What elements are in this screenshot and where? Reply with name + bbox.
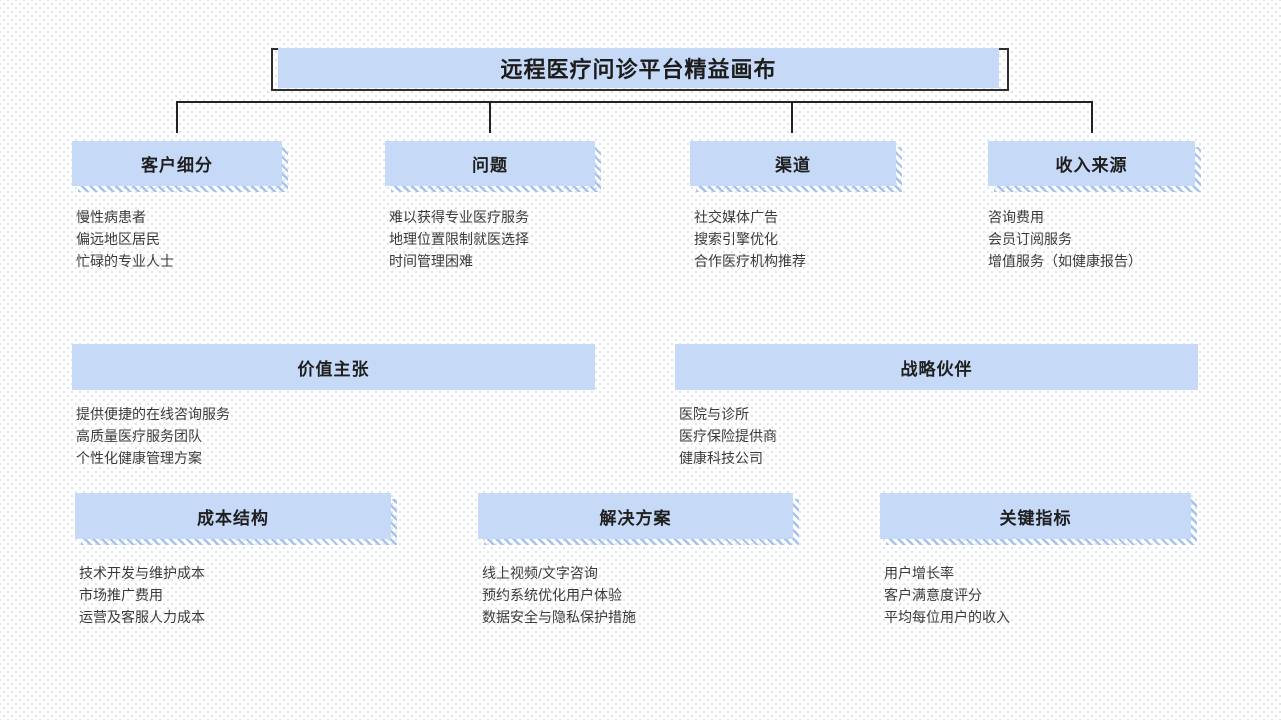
connector-drop-problems bbox=[489, 101, 491, 133]
connector-drop-customer-segments bbox=[176, 101, 178, 133]
list-cost-structure: 技术开发与维护成本 市场推广费用 运营及客服人力成本 bbox=[79, 562, 205, 628]
list-item: 健康科技公司 bbox=[679, 450, 763, 466]
list-problems: 难以获得专业医疗服务 地理位置限制就医选择 时间管理困难 bbox=[389, 206, 529, 272]
list-strategic-partners: 医院与诊所 医疗保险提供商 健康科技公司 bbox=[679, 403, 777, 469]
list-item: 高质量医疗服务团队 bbox=[76, 428, 202, 444]
list-item: 预约系统优化用户体验 bbox=[482, 587, 622, 603]
list-item: 个性化健康管理方案 bbox=[76, 450, 202, 466]
slide-title: 远程医疗问诊平台精益画布 bbox=[278, 48, 999, 88]
list-item: 会员订阅服务 bbox=[988, 231, 1072, 247]
list-item: 市场推广费用 bbox=[79, 587, 163, 603]
list-item: 合作医疗机构推荐 bbox=[694, 253, 806, 269]
section-header-channels: 渠道 bbox=[690, 141, 896, 186]
section-header-problems: 问题 bbox=[385, 141, 595, 186]
connector-drop-revenue-streams bbox=[1091, 101, 1093, 133]
list-item: 咨询费用 bbox=[988, 209, 1044, 225]
list-item: 社交媒体广告 bbox=[694, 209, 778, 225]
section-header-value-proposition: 价值主张 bbox=[72, 344, 595, 390]
list-item: 医疗保险提供商 bbox=[679, 428, 777, 444]
list-item: 搜索引擎优化 bbox=[694, 231, 778, 247]
connector-rail bbox=[176, 101, 1093, 103]
list-item: 客户满意度评分 bbox=[884, 587, 982, 603]
list-item: 技术开发与维护成本 bbox=[79, 565, 205, 581]
section-header-cost-structure: 成本结构 bbox=[75, 493, 391, 539]
list-item: 医院与诊所 bbox=[679, 406, 749, 422]
list-revenue-streams: 咨询费用 会员订阅服务 增值服务（如健康报告） bbox=[988, 206, 1142, 272]
list-item: 平均每位用户的收入 bbox=[884, 609, 1010, 625]
list-item: 增值服务（如健康报告） bbox=[988, 253, 1142, 269]
section-header-strategic-partners: 战略伙伴 bbox=[675, 344, 1198, 390]
list-value-proposition: 提供便捷的在线咨询服务 高质量医疗服务团队 个性化健康管理方案 bbox=[76, 403, 230, 469]
list-item: 提供便捷的在线咨询服务 bbox=[76, 406, 230, 422]
list-item: 数据安全与隐私保护措施 bbox=[482, 609, 636, 625]
list-item: 运营及客服人力成本 bbox=[79, 609, 205, 625]
section-header-key-metrics: 关键指标 bbox=[880, 493, 1191, 539]
connector-drop-channels bbox=[791, 101, 793, 133]
list-item: 难以获得专业医疗服务 bbox=[389, 209, 529, 225]
list-item: 地理位置限制就医选择 bbox=[389, 231, 529, 247]
list-item: 偏远地区居民 bbox=[76, 231, 160, 247]
list-key-metrics: 用户增长率 客户满意度评分 平均每位用户的收入 bbox=[884, 562, 1010, 628]
list-item: 时间管理困难 bbox=[389, 253, 473, 269]
list-item: 慢性病患者 bbox=[76, 209, 146, 225]
list-channels: 社交媒体广告 搜索引擎优化 合作医疗机构推荐 bbox=[694, 206, 806, 272]
section-header-solution: 解决方案 bbox=[478, 493, 793, 539]
list-item: 线上视频/文字咨询 bbox=[482, 565, 598, 581]
section-header-customer-segments: 客户细分 bbox=[72, 141, 282, 186]
list-customer-segments: 慢性病患者 偏远地区居民 忙碌的专业人士 bbox=[76, 206, 174, 272]
section-header-revenue-streams: 收入来源 bbox=[988, 141, 1195, 186]
list-item: 用户增长率 bbox=[884, 565, 954, 581]
list-solution: 线上视频/文字咨询 预约系统优化用户体验 数据安全与隐私保护措施 bbox=[482, 562, 636, 628]
list-item: 忙碌的专业人士 bbox=[76, 253, 174, 269]
